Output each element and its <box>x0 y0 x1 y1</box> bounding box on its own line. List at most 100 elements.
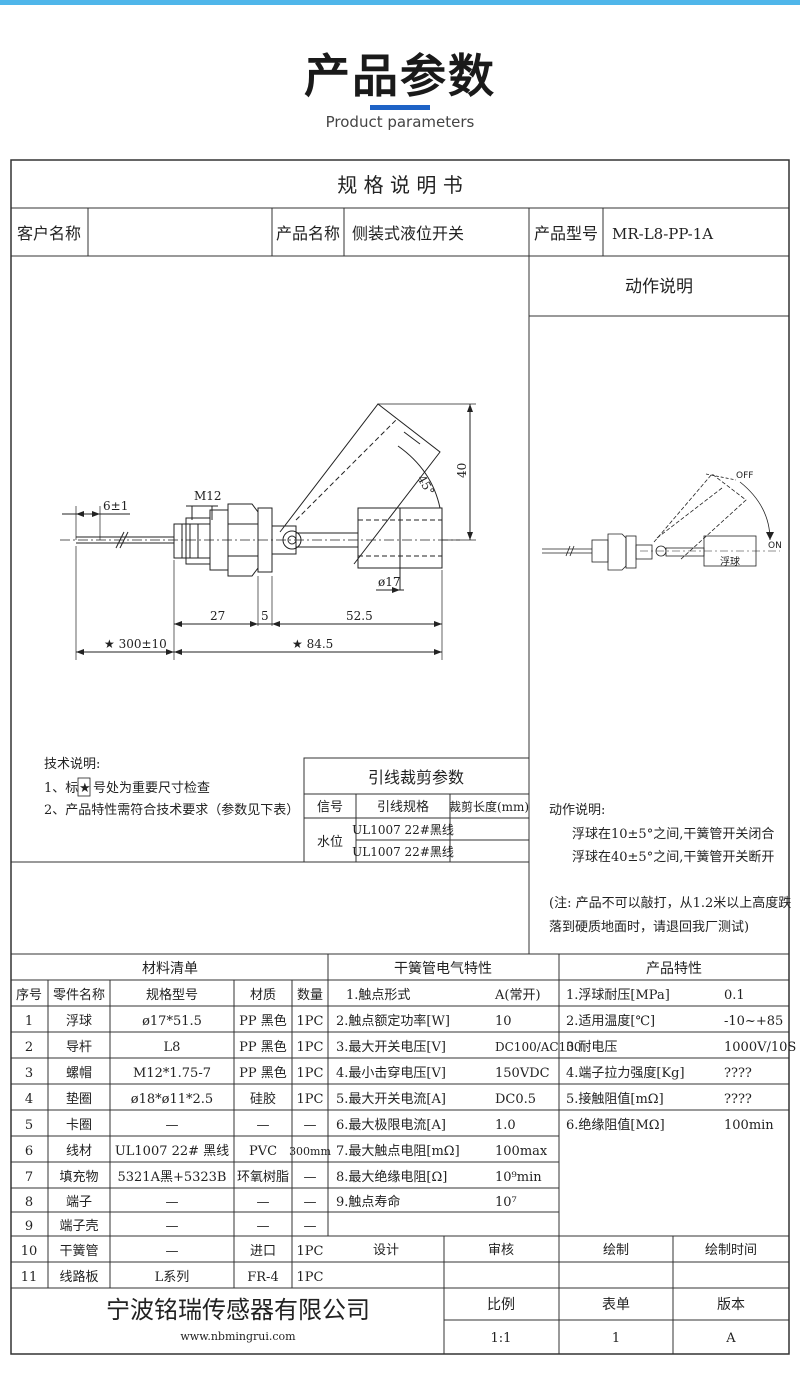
materials-cell: 卡圈 <box>66 1118 92 1133</box>
dim-angle: 45° <box>414 472 437 497</box>
tech-note-1a: 1、标 <box>44 781 78 796</box>
float-label: 浮球 <box>720 555 740 568</box>
prop-param: 5.接触阻值[mΩ] <box>566 1091 664 1107</box>
prop-value: 0.1 <box>724 988 745 1003</box>
materials-cell: — <box>257 1219 270 1234</box>
materials-cell: 1 <box>25 1014 33 1029</box>
off-label: OFF <box>736 471 753 481</box>
materials-cell: 1PC <box>297 1066 324 1081</box>
dim-wire-length: ★ 300±10 <box>104 637 167 651</box>
materials-title: 材料清单 <box>142 961 198 977</box>
product-name-label: 产品名称 <box>276 224 340 243</box>
action-note-1: (注: 产品不可以敲打，从1.2米以上高度跌 <box>549 895 791 911</box>
materials-cell: L系列 <box>155 1270 190 1285</box>
star-mark: ★ <box>79 781 91 796</box>
materials-cell: 导杆 <box>66 1040 92 1055</box>
product-drawing <box>60 403 476 660</box>
dim-height: 40 <box>455 463 469 478</box>
prop-value: 1000V/10S <box>724 1040 796 1055</box>
dim-52-5: 52.5 <box>346 609 373 623</box>
action-title: 动作说明 <box>625 277 693 297</box>
section-title: 产品参数 <box>304 49 496 103</box>
on-label: ON <box>768 541 782 551</box>
sheet-title: 规 格 说 明 书 <box>337 173 462 197</box>
reed-value: 10⁷ <box>495 1195 517 1210</box>
materials-cell: PP 黑色 <box>239 1039 287 1055</box>
tech-note-2: 2、产品特性需符合技术要求（参数见下表） <box>44 802 299 818</box>
customer-label: 客户名称 <box>17 224 81 243</box>
materials-cell: 干簧管 <box>59 1243 98 1259</box>
prop-param: 2.适用温度[℃] <box>566 1013 655 1029</box>
dim-wire-strip: 6±1 <box>103 499 128 513</box>
materials-cell: 8 <box>25 1195 33 1210</box>
materials-cell: PP 黑色 <box>239 1065 287 1081</box>
model-label: 产品型号 <box>534 224 598 243</box>
materials-cell: 5321A黑+5323B <box>117 1170 226 1185</box>
materials-cell: — <box>257 1118 270 1133</box>
wire-signal: 水位 <box>317 835 343 850</box>
materials-cell: — <box>166 1244 179 1259</box>
materials-cell: — <box>257 1195 270 1210</box>
materials-cell: 螺帽 <box>66 1065 92 1081</box>
materials-cell: — <box>166 1118 179 1133</box>
action-desc-title: 动作说明: <box>549 803 605 818</box>
prop-param: 6.绝缘阻值[MΩ] <box>566 1117 665 1133</box>
action-note-2: 落到硬质地面时，请退回我厂测试) <box>549 920 749 935</box>
prop-value: ???? <box>724 1092 752 1107</box>
materials-cell: 填充物 <box>59 1169 98 1185</box>
action-desc-1: 浮球在10±5°之间,干簧管开关闭合 <box>572 826 774 842</box>
section-subtitle: Product parameters <box>325 113 475 131</box>
materials-header: 规格型号 <box>146 987 198 1003</box>
materials-cell: 300mm <box>289 1145 331 1158</box>
materials-cell: 4 <box>25 1092 33 1107</box>
wire-table-title: 引线裁剪参数 <box>368 768 464 787</box>
tech-note-1b: 号处为重要尺寸检查 <box>93 780 210 796</box>
materials-cell: — <box>304 1118 317 1133</box>
materials-cell: 3 <box>25 1066 33 1081</box>
materials-cell: 11 <box>21 1270 38 1285</box>
dim-5: 5 <box>261 609 269 623</box>
materials-cell: 进口 <box>250 1244 276 1259</box>
top-accent-bar <box>0 0 800 5</box>
reed-param: 9.触点寿命 <box>336 1194 400 1210</box>
materials-cell: — <box>304 1219 317 1234</box>
reed-value: 150VDC <box>495 1066 550 1081</box>
materials-cell: 1PC <box>297 1040 324 1055</box>
materials-cell: 硅胶 <box>250 1091 276 1107</box>
reed-param: 6.最大极限电流[A] <box>336 1118 446 1133</box>
prop-value: 100min <box>724 1118 774 1133</box>
wire-row-2: UL1007 22#黑线 <box>352 845 454 859</box>
reed-value: A(常开) <box>494 988 541 1003</box>
signoff-date: 绘制时间 <box>705 1243 757 1258</box>
materials-cell: 9 <box>25 1219 33 1234</box>
reed-param: 5.最大开关电流[A] <box>336 1092 446 1107</box>
prop-param: 1.浮球耐压[MPa] <box>566 988 670 1003</box>
materials-cell: 1PC <box>297 1014 324 1029</box>
materials-cell: 端子壳 <box>59 1219 98 1234</box>
materials-cell: — <box>166 1195 179 1210</box>
materials-cell: UL1007 22# 黑线 <box>115 1144 229 1159</box>
reed-param: 4.最小击穿电压[V] <box>336 1065 446 1081</box>
materials-cell: 线材 <box>66 1144 92 1159</box>
materials-cell: M12*1.75-7 <box>133 1066 211 1081</box>
materials-cell: 7 <box>25 1170 33 1185</box>
dim-total-length: ★ 84.5 <box>292 637 333 651</box>
materials-header: 材质 <box>250 988 276 1003</box>
reed-title: 干簧管电气特性 <box>394 961 492 977</box>
prop-value: ???? <box>724 1066 752 1081</box>
dim-27: 27 <box>210 609 225 623</box>
materials-cell: ø17*51.5 <box>142 1014 202 1029</box>
materials-header: 数量 <box>297 988 323 1003</box>
materials-cell: 1PC <box>297 1270 324 1285</box>
materials-cell: 端子 <box>66 1195 92 1210</box>
materials-cell: L8 <box>164 1040 181 1055</box>
materials-cell: 垫圈 <box>66 1091 92 1107</box>
materials-cell: 线路板 <box>59 1269 98 1285</box>
materials-cell: 6 <box>25 1144 33 1159</box>
materials-cell: ø18*ø11*2.5 <box>131 1092 213 1107</box>
materials-cell: 1PC <box>297 1092 324 1107</box>
reed-value: 100max <box>495 1144 548 1159</box>
version-label: 版本 <box>717 1297 745 1313</box>
materials-cell: PVC <box>249 1144 277 1159</box>
action-desc-2: 浮球在40±5°之间,干簧管开关断开 <box>572 849 774 865</box>
